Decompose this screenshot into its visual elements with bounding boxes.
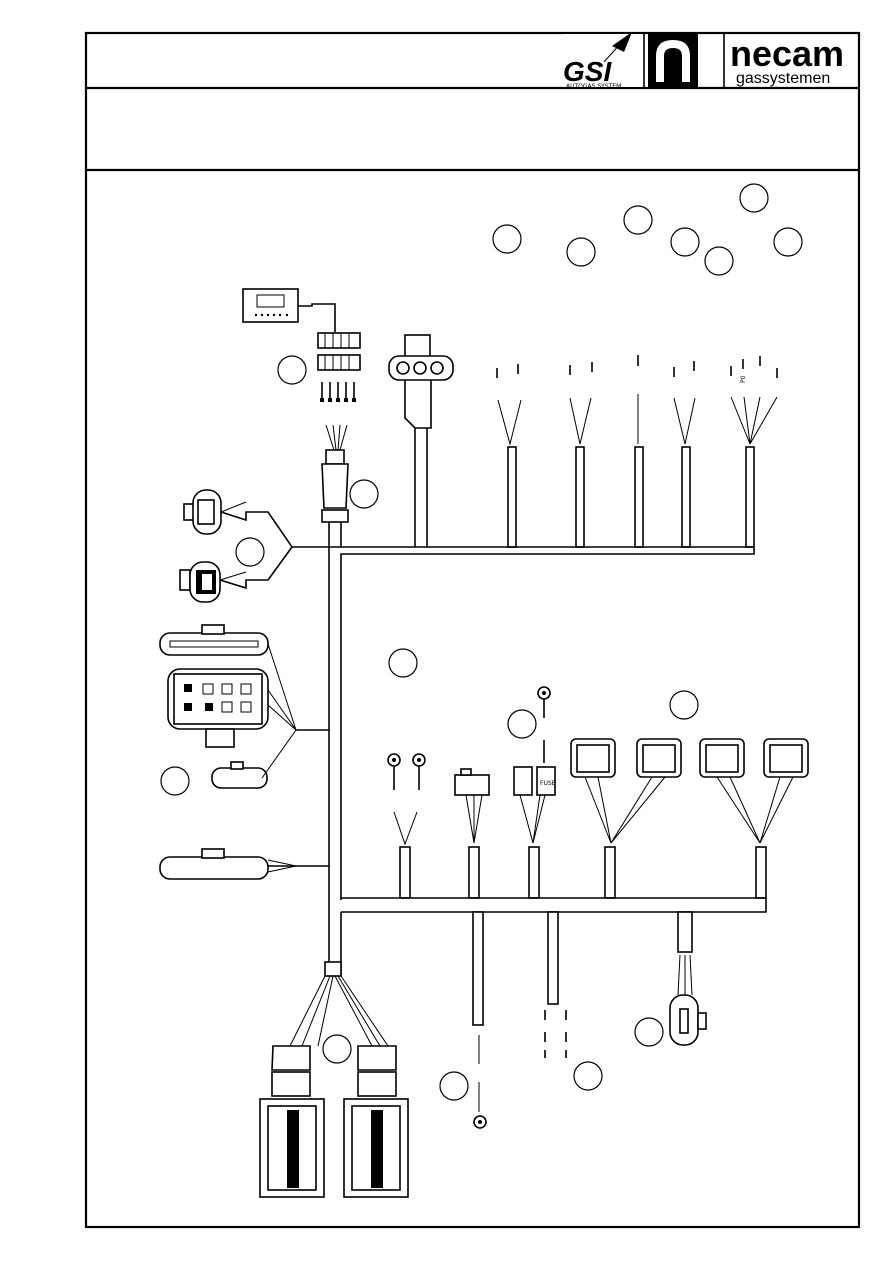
left-multi-connectors xyxy=(159,624,329,880)
3-pin-round-connector xyxy=(388,334,454,547)
top-harness xyxy=(328,446,755,962)
gsi-logo: GSI AUTOGAS SYSTEM xyxy=(563,32,643,90)
callout-16 xyxy=(439,1071,469,1101)
svg-text:P0: P0 xyxy=(740,375,747,383)
svg-text:necam: necam xyxy=(730,33,844,74)
callout-balloons xyxy=(160,183,803,1101)
callout-11 xyxy=(388,648,418,678)
necam-logo: necam gassystemen xyxy=(730,33,844,87)
callout-3 xyxy=(623,205,653,235)
callout-14 xyxy=(160,766,190,796)
left-2pin-connectors xyxy=(179,489,329,603)
indicator-switch xyxy=(242,288,336,332)
middle-components: FUSE xyxy=(387,686,556,846)
switch-connector xyxy=(317,332,361,402)
callout-1 xyxy=(492,224,522,254)
lower-middle-harness xyxy=(340,846,767,1129)
callout-8 xyxy=(277,355,307,385)
necam-emblem-logo xyxy=(648,33,698,88)
callout-10 xyxy=(235,537,265,567)
svg-text:gassystemen: gassystemen xyxy=(736,70,830,87)
callout-4 xyxy=(670,227,700,257)
top-leads: P0 xyxy=(496,355,778,446)
callout-18 xyxy=(634,1017,664,1047)
loom-grommet xyxy=(321,424,349,547)
callout-6 xyxy=(739,183,769,213)
sheet-border xyxy=(84,31,861,1229)
svg-text:AUTOGAS SYSTEM: AUTOGAS SYSTEM xyxy=(566,83,621,90)
callout-2 xyxy=(566,237,596,267)
ecu-connectors xyxy=(259,961,409,1198)
callout-9 xyxy=(349,479,379,509)
callout-13 xyxy=(669,690,699,720)
injector-connectors xyxy=(570,738,809,844)
callout-15 xyxy=(322,1034,352,1064)
callout-7 xyxy=(773,227,803,257)
callout-5 xyxy=(704,246,734,276)
callout-17 xyxy=(573,1061,603,1091)
callout-12 xyxy=(507,709,537,739)
svg-text:FUSE: FUSE xyxy=(540,780,556,787)
